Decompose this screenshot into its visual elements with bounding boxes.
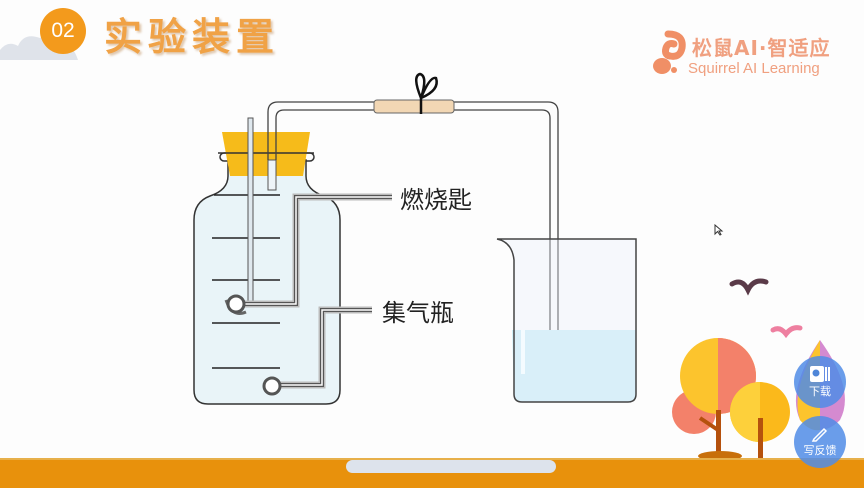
section-number-badge: 02 xyxy=(40,8,86,54)
download-doc-icon xyxy=(810,366,830,382)
brand-name-cn: 松鼠AI·智适应 xyxy=(692,36,831,60)
progress-scrollbar[interactable] xyxy=(346,460,556,473)
trees-decoration xyxy=(672,338,845,461)
gas-collecting-bottle xyxy=(193,152,341,405)
label-combustion-spoon: 燃烧匙 xyxy=(400,186,472,214)
pencil-icon xyxy=(811,427,828,442)
mouse-cursor-icon xyxy=(714,224,724,236)
cloud-decoration xyxy=(0,35,78,60)
brand-name-en: Squirrel AI Learning xyxy=(688,60,820,77)
page-title: 实验装置 xyxy=(104,15,281,59)
feedback-button[interactable]: 写反馈 xyxy=(794,416,846,468)
rubber-stopper xyxy=(222,132,310,176)
label-gas-collecting-bottle: 集气瓶 xyxy=(382,299,454,327)
download-label: 下载 xyxy=(809,385,831,398)
feedback-label: 写反馈 xyxy=(803,444,837,457)
squirrel-logo-icon xyxy=(653,30,686,74)
download-button[interactable]: 下载 xyxy=(794,356,846,408)
